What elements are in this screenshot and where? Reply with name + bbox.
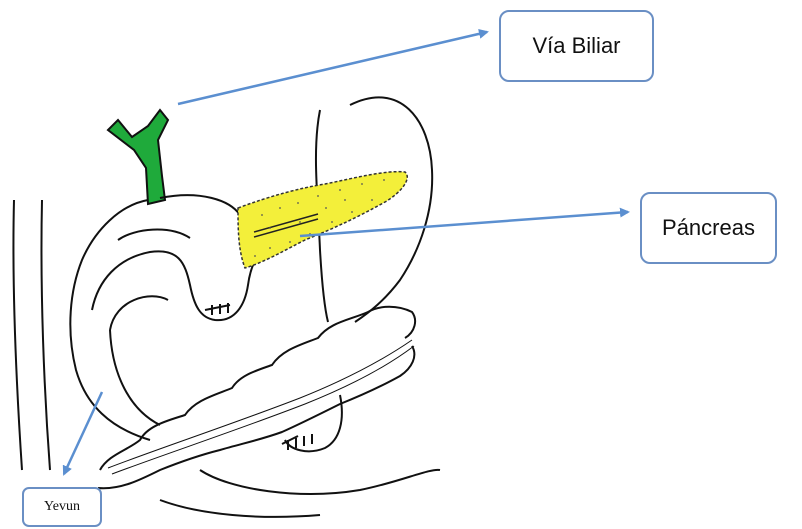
yevun-pointer	[64, 392, 102, 474]
via-biliar-label-box: Vía Biliar	[499, 10, 654, 82]
colon-outline	[98, 307, 415, 489]
via-biliar-label: Vía Biliar	[532, 33, 620, 59]
via-biliar-pointer	[178, 32, 487, 104]
body-wall-lines	[13, 200, 50, 470]
stomach-outline	[70, 97, 432, 440]
bile-duct-shape	[108, 110, 168, 204]
pancreas-label-box: Páncreas	[640, 192, 777, 264]
pancreas-shape	[238, 172, 407, 268]
yevun-label-box: Yevun	[22, 487, 102, 527]
pancreas-label: Páncreas	[662, 215, 755, 241]
yevun-label: Yevun	[44, 499, 80, 515]
